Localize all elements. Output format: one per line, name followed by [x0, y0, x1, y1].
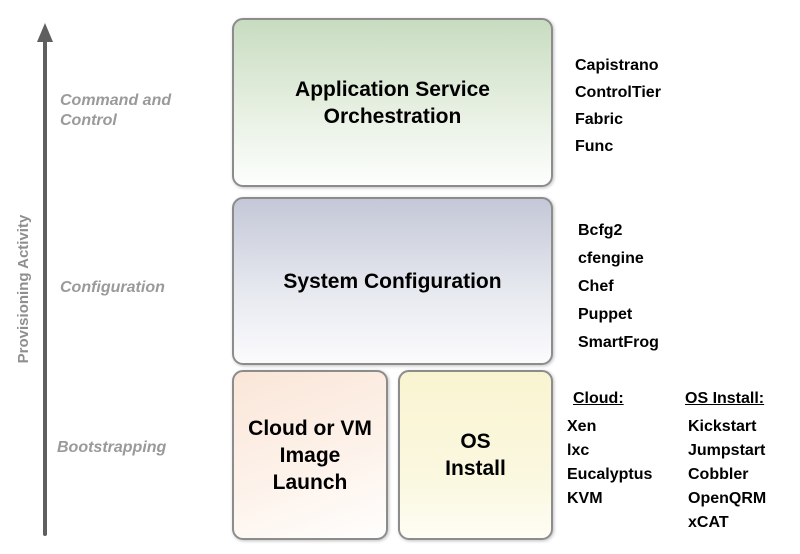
list-item: OpenQRM: [688, 490, 767, 507]
y-axis-label: Provisioning Activity: [15, 214, 32, 364]
cloud-list-header: Cloud:: [573, 390, 624, 407]
list-item: Bcfg2: [578, 222, 623, 239]
list-item: Cobbler: [688, 466, 749, 483]
list-item: Eucalyptus: [567, 466, 653, 483]
box-system-configuration: System Configuration: [232, 197, 553, 365]
list-item: SmartFrog: [578, 334, 659, 351]
list-item: lxc: [567, 442, 590, 459]
orchestration-tools-list: Capistrano ControlTier Fabric Func: [575, 52, 661, 160]
cloud-tools-list: Xen lxc Eucalyptus KVM: [567, 415, 652, 511]
box-title: OS Install: [445, 430, 506, 480]
box-os-install: OS Install: [398, 370, 553, 540]
level-label-configuration: Configuration: [60, 279, 165, 296]
list-item: ControlTier: [575, 84, 661, 101]
list-item: Fabric: [575, 111, 624, 128]
list-item: Xen: [567, 418, 597, 435]
box-title: System Configuration: [283, 269, 502, 293]
level-label-bootstrapping: Bootstrapping: [57, 439, 167, 456]
axis-arrow-line: [43, 40, 47, 536]
list-item: Capistrano: [575, 57, 659, 74]
list-item: Chef: [578, 278, 614, 295]
list-item: Func: [575, 138, 614, 155]
configuration-tools-list: Bcfg2 cfengine Chef Puppet SmartFrog: [578, 217, 659, 357]
axis-arrow-head-icon: [37, 23, 53, 42]
level-label-command-and-control: Command and Control: [60, 92, 172, 129]
list-item: Jumpstart: [688, 442, 766, 459]
box-title: Cloud or VM Image Launch: [248, 416, 372, 494]
box-application-service-orchestration: Application Service Orchestration: [232, 18, 553, 187]
os-install-list-header: OS Install:: [685, 390, 765, 407]
list-item: Puppet: [578, 306, 633, 323]
box-title: Application Service Orchestration: [295, 77, 490, 128]
box-cloud-or-vm-image-launch: Cloud or VM Image Launch: [232, 370, 388, 540]
list-item: cfengine: [578, 250, 644, 267]
list-item: KVM: [567, 490, 603, 507]
list-item: Kickstart: [688, 418, 757, 435]
os-install-tools-list: Kickstart Jumpstart Cobbler OpenQRM xCAT: [688, 415, 766, 535]
list-item: xCAT: [688, 514, 729, 531]
